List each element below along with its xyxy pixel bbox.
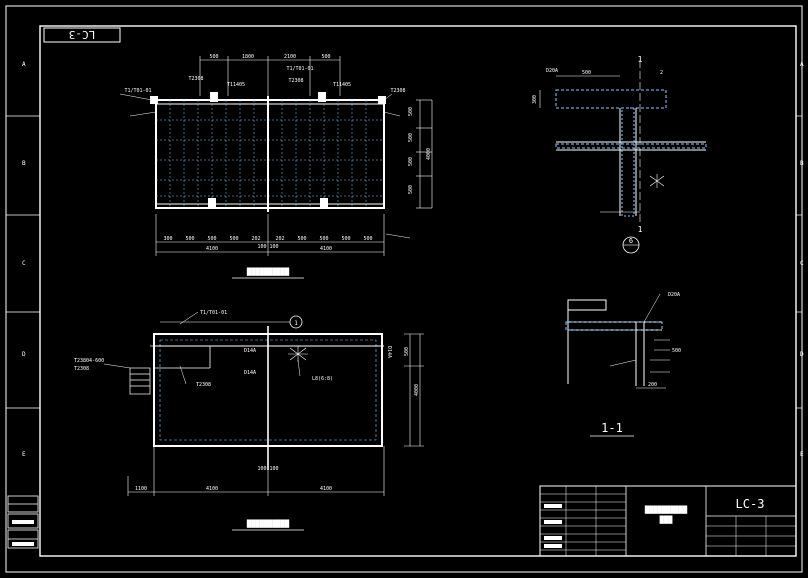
- plan-bottom-center-dim: 100 100: [257, 466, 278, 472]
- frame-tick-marks: [6, 115, 802, 409]
- detail-top-dim-2: 2: [660, 70, 663, 76]
- plan-top-dim-bottom-10: 500: [363, 236, 372, 242]
- plan-top-dim-bottom-4: 500: [229, 236, 238, 242]
- inner-frame: [39, 25, 797, 557]
- plan-top-callout-7: T2308: [390, 88, 405, 94]
- plan-bottom-label-6: T2308: [74, 366, 89, 372]
- plan-top-dim-right-1: 500: [408, 107, 414, 116]
- detail-bottom-dim-2: 500: [672, 348, 681, 354]
- plan-top-dim-bottom-6: 202: [275, 236, 284, 242]
- plan-bottom-label-2: D14A: [244, 370, 256, 376]
- row-marker-d-right: D: [800, 351, 804, 358]
- code-tag-box: [43, 27, 121, 43]
- plan-bottom-axis-marker: 1: [294, 320, 298, 327]
- row-marker-a-right: A: [800, 61, 804, 68]
- plan-bottom-title: ██████████: [246, 519, 290, 528]
- plan-top-dim-right-total: 4000: [426, 148, 432, 160]
- plan-bottom-dim-right-2: 4000: [414, 384, 420, 396]
- detail-top-dim-3: 300: [532, 95, 538, 104]
- row-marker-e-right: E: [800, 451, 804, 458]
- plan-top-callout-4: T11405: [227, 82, 245, 88]
- plan-top-dim-total-2: 100 100: [257, 244, 278, 250]
- detail-top-dim-1: 500: [582, 70, 591, 76]
- plan-top-dim-top-3: 2100: [284, 54, 296, 60]
- detail-bottom-section-title: 1-1: [601, 421, 623, 435]
- plan-top-dim-right-4: 500: [408, 185, 414, 194]
- plan-top-dim-bottom-3: 500: [207, 236, 216, 242]
- detail-bottom-label: D20A: [668, 292, 680, 298]
- plan-top-dim-bottom-1: 300: [163, 236, 172, 242]
- plan-bottom-label-5: T23804-600: [74, 358, 104, 364]
- detail-bottom: D20A 200 500 1-1: [565, 292, 681, 437]
- detail-top-section-marker-2: 1: [638, 225, 643, 234]
- row-marker-c: C: [22, 260, 26, 267]
- plan-bottom-label-8: T2308: [196, 382, 211, 388]
- title-block: ██████████ ███ LC-3: [539, 485, 797, 557]
- plan-bottom-label-3: D14A: [386, 346, 392, 358]
- plan-top-callout-6: T1/T01-01: [124, 88, 151, 94]
- plan-top-grid: [156, 100, 384, 208]
- plan-bottom-label-7: T1/T01-01: [200, 310, 227, 316]
- plan-top-dim-top-1: 500: [209, 54, 218, 60]
- row-marker-d: D: [22, 351, 26, 358]
- row-marker-b: B: [22, 160, 26, 167]
- plan-top-dim-top-2: 1800: [242, 54, 254, 60]
- row-marker-a: A: [22, 61, 26, 68]
- code-tag-text: LC-3: [69, 28, 96, 41]
- detail-top: 1 1 6 D20A 500 2 300: [532, 55, 707, 254]
- stamp-fill-1: [12, 520, 34, 524]
- plan-top-dim-bottom-5: 202: [251, 236, 260, 242]
- left-stamp-blocks: [7, 495, 39, 549]
- plan-top-dim-right-3: 500: [408, 157, 414, 166]
- detail-top-section-marker: 1: [638, 55, 643, 64]
- plan-bottom-dim-right-1: 500: [404, 347, 410, 356]
- plan-top-dim-right-2: 500: [408, 133, 414, 142]
- plan-bottom-dim-bottom-2: 4100: [206, 486, 218, 492]
- plan-top-callout-5: T11405: [333, 82, 351, 88]
- stamp-fill-2: [12, 542, 34, 546]
- plan-top-callout-3: T2308: [188, 76, 203, 82]
- plan-top-dim-bottom-2: 500: [185, 236, 194, 242]
- row-markers: A B C D E A B C D E: [22, 61, 804, 458]
- plan-top-dim-total-1: 4100: [206, 246, 218, 252]
- plan-top-title: ██████████: [246, 267, 290, 276]
- plan-top-dim-total-3: 4100: [320, 246, 332, 252]
- title-block-code: LC-3: [736, 497, 765, 511]
- plan-bottom-dim-bottom-3: 4100: [320, 486, 332, 492]
- plan-top-outline: [155, 99, 385, 209]
- title-block-title-line2: ███: [659, 515, 673, 524]
- plan-top-callout-1: T1/T01-01: [286, 66, 313, 72]
- plan-top-dim-bottom-9: 500: [341, 236, 350, 242]
- title-block-title-line1: ██████████: [644, 505, 688, 514]
- plan-top-dim-top-4: 500: [321, 54, 330, 60]
- detail-top-circle-label: 6: [629, 237, 633, 245]
- row-marker-c-right: C: [800, 260, 804, 267]
- detail-top-label: D20A: [546, 68, 558, 74]
- row-marker-b-right: B: [800, 160, 804, 167]
- plan-top-dim-bottom-7: 500: [297, 236, 306, 242]
- detail-bottom-dim-1: 200: [648, 382, 657, 388]
- row-marker-e: E: [22, 451, 26, 458]
- plan-bottom: 1 D14A D14A D14A L8(6:8) T23804-600 T230…: [74, 310, 424, 531]
- plan-top-dim-bottom-8: 500: [319, 236, 328, 242]
- plan-bottom-dim-bottom-1: 1100: [135, 486, 147, 492]
- plan-top: 500 1800 2100 500 T1/T01-01 T2308 T2308 …: [119, 54, 433, 279]
- outer-frame: [5, 5, 803, 573]
- plan-bottom-label-4: L8(6:8): [312, 376, 333, 382]
- plan-bottom-label-1: D14A: [244, 348, 256, 354]
- plan-top-callout-2: T2308: [288, 78, 303, 84]
